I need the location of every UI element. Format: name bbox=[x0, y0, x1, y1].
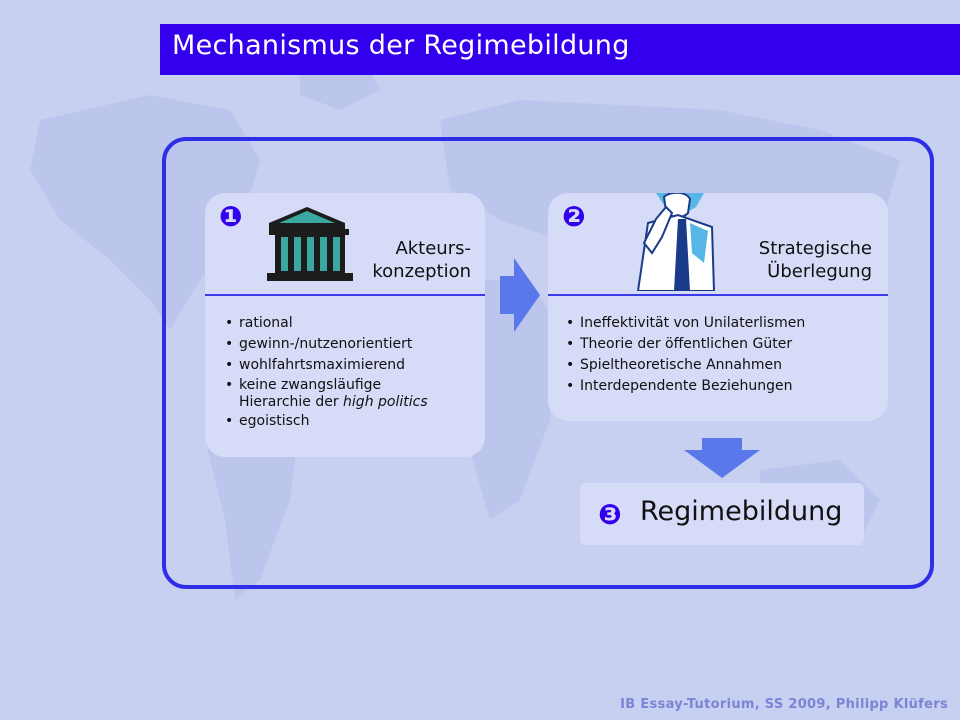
panel1-heading-line2: konzeption bbox=[372, 261, 471, 282]
panel-regimebildung: ❸ Regimebildung bbox=[580, 483, 864, 545]
arrow-right-icon bbox=[500, 258, 540, 332]
list-item: Interdependente Beziehungen bbox=[566, 376, 884, 397]
footer-credit: IB Essay-Tutorium, SS 2009, Philipp Klüf… bbox=[620, 697, 948, 712]
step-number-1: ❶ bbox=[219, 200, 243, 233]
diagram-frame bbox=[162, 137, 934, 589]
step-number-3: ❸ bbox=[598, 498, 622, 531]
institution-building-icon bbox=[267, 207, 353, 281]
panel1-divider bbox=[205, 294, 485, 296]
panel2-heading-line2: Überlegung bbox=[767, 261, 872, 282]
list-item: Ineffektivität von Unilaterlismen bbox=[566, 313, 884, 334]
regimebildung-label: Regimebildung bbox=[640, 496, 843, 527]
businessman-phone-icon bbox=[636, 193, 716, 291]
panel-strategische-ueberlegung: ❷ Strategische Überlegung Ineffektivität… bbox=[548, 193, 888, 421]
list-item-line2-prefix: Hierarchie der bbox=[239, 394, 344, 410]
list-item: wohlfahrtsmaximierend bbox=[225, 355, 480, 376]
step-number-2: ❷ bbox=[562, 200, 586, 233]
panel-akteurskonzeption: ❶ Akteurs- konzeption rational gewinn-/n… bbox=[205, 193, 485, 457]
arrow-down-icon bbox=[684, 438, 760, 478]
list-item-line2-italic: high politics bbox=[343, 394, 428, 410]
title-bar: Mechanismus der Regimebildung bbox=[160, 24, 960, 75]
list-item: Spieltheoretische Annahmen bbox=[566, 355, 884, 376]
list-item: egoistisch bbox=[225, 411, 480, 432]
panel1-heading-line1: Akteurs- bbox=[395, 238, 471, 259]
list-item-line1: keine zwangsläufige bbox=[239, 377, 382, 393]
panel2-heading-line1: Strategische bbox=[758, 238, 872, 259]
list-item: keine zwangsläufige Hierarchie der high … bbox=[225, 377, 480, 411]
list-item: Theorie der öffentlichen Güter bbox=[566, 334, 884, 355]
panel1-heading: Akteurs- konzeption bbox=[372, 237, 471, 283]
panel2-list: Ineffektivität von Unilaterlismen Theori… bbox=[566, 313, 884, 397]
panel2-heading: Strategische Überlegung bbox=[759, 237, 872, 283]
panel2-divider bbox=[548, 294, 888, 296]
list-item: gewinn-/nutzenorientiert bbox=[225, 334, 480, 355]
list-item: rational bbox=[225, 313, 480, 334]
panel1-list: rational gewinn-/nutzenorientiert wohlfa… bbox=[225, 313, 480, 432]
slide-title: Mechanismus der Regimebildung bbox=[172, 30, 630, 61]
